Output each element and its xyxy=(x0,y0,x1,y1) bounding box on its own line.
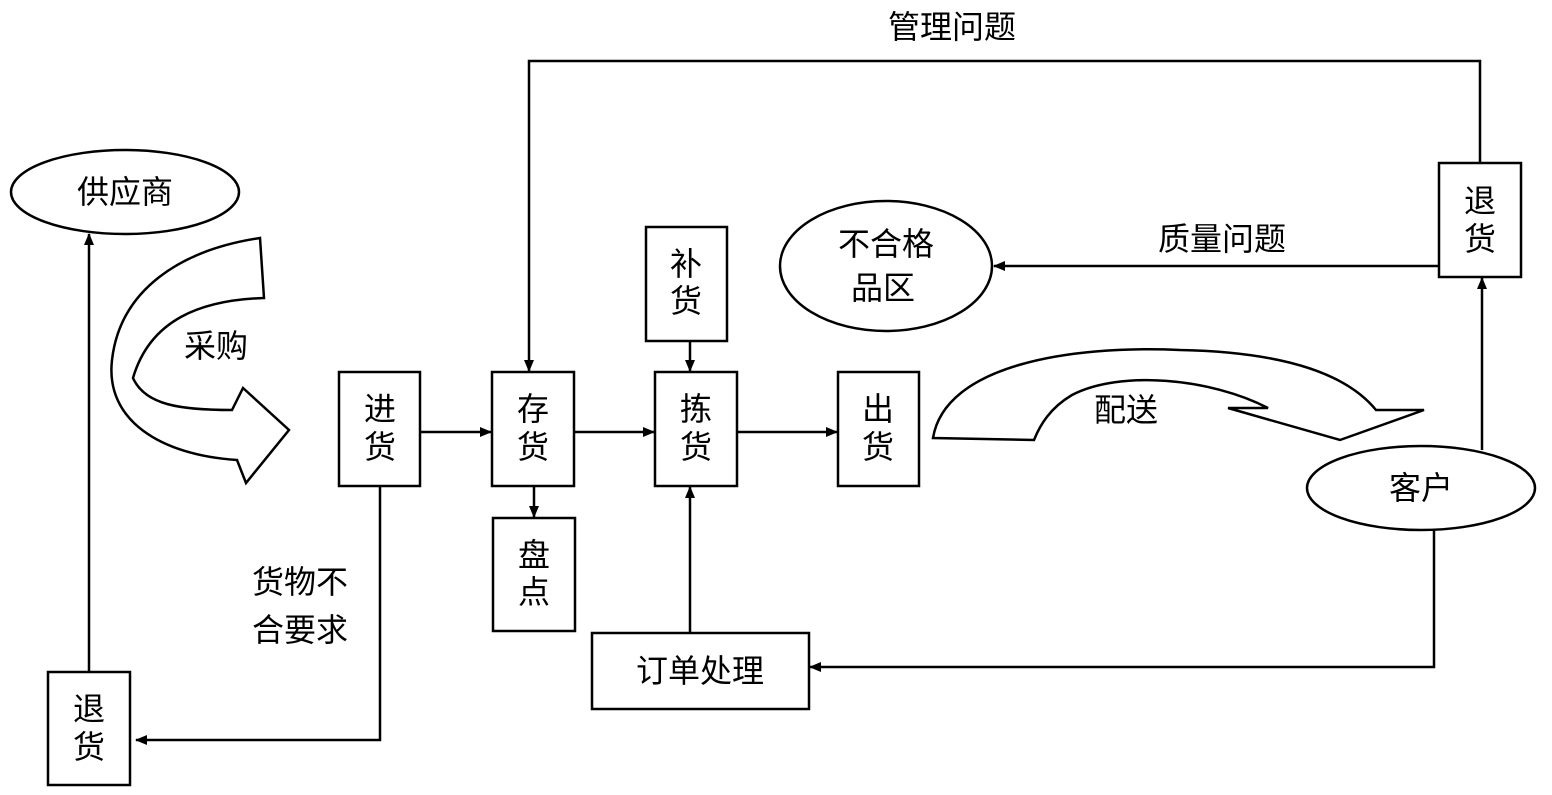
supplier-return-label-1: 退 xyxy=(73,690,105,728)
arrow-receiving-to-return xyxy=(135,487,382,745)
supplier-return-box xyxy=(46,670,132,787)
purchase-label: 采购 xyxy=(184,327,248,365)
arrow-customer-to-order xyxy=(809,530,1436,672)
shipping-label-1: 出 xyxy=(862,390,894,428)
customer-node xyxy=(1305,444,1537,532)
shipping-box xyxy=(836,370,921,488)
inventory-check-label-1: 盘 xyxy=(518,536,550,574)
supplier-label: 供应商 xyxy=(77,173,173,211)
customer-label: 客户 xyxy=(1389,469,1453,507)
customer-return-box xyxy=(1437,161,1523,279)
replenish-box xyxy=(644,225,729,343)
management-issue-label: 管理问题 xyxy=(888,8,1016,46)
delivery-curved-arrow xyxy=(931,348,1425,442)
connectors xyxy=(84,59,1487,745)
storage-label-1: 存 xyxy=(517,390,549,428)
shipping-label-2: 货 xyxy=(862,428,894,466)
order-processing-box xyxy=(590,631,811,711)
nonconforming-area-node xyxy=(778,199,994,333)
picking-label-1: 拣 xyxy=(680,390,712,428)
storage-label-2: 货 xyxy=(517,428,549,466)
receiving-label-2: 货 xyxy=(364,428,396,466)
goods-nonconforming-label-2: 合要求 xyxy=(252,611,348,649)
nonconforming-label-1: 不合格 xyxy=(838,225,934,263)
arrow-management-issue-loop xyxy=(524,59,1482,372)
inventory-check-box xyxy=(491,516,577,633)
goods-nonconforming-label-1: 货物不 xyxy=(252,563,348,601)
purchase-curved-arrow xyxy=(110,236,291,486)
replenish-label-2: 货 xyxy=(670,282,702,320)
delivery-label: 配送 xyxy=(1094,391,1158,429)
nonconforming-label-2: 品区 xyxy=(851,269,915,307)
storage-box xyxy=(490,370,576,488)
receiving-box xyxy=(337,370,422,488)
customer-return-label-1: 退 xyxy=(1464,182,1496,220)
picking-box xyxy=(653,370,739,488)
supplier-return-label-2: 货 xyxy=(73,728,105,766)
receiving-label-1: 进 xyxy=(364,390,396,428)
quality-issue-label: 质量问题 xyxy=(1158,220,1286,258)
inventory-check-label-2: 点 xyxy=(518,573,550,611)
replenish-label-1: 补 xyxy=(670,245,702,283)
supplier-node xyxy=(9,148,241,236)
picking-label-2: 货 xyxy=(680,428,712,466)
order-processing-label: 订单处理 xyxy=(636,652,764,690)
customer-return-label-2: 货 xyxy=(1464,220,1496,258)
